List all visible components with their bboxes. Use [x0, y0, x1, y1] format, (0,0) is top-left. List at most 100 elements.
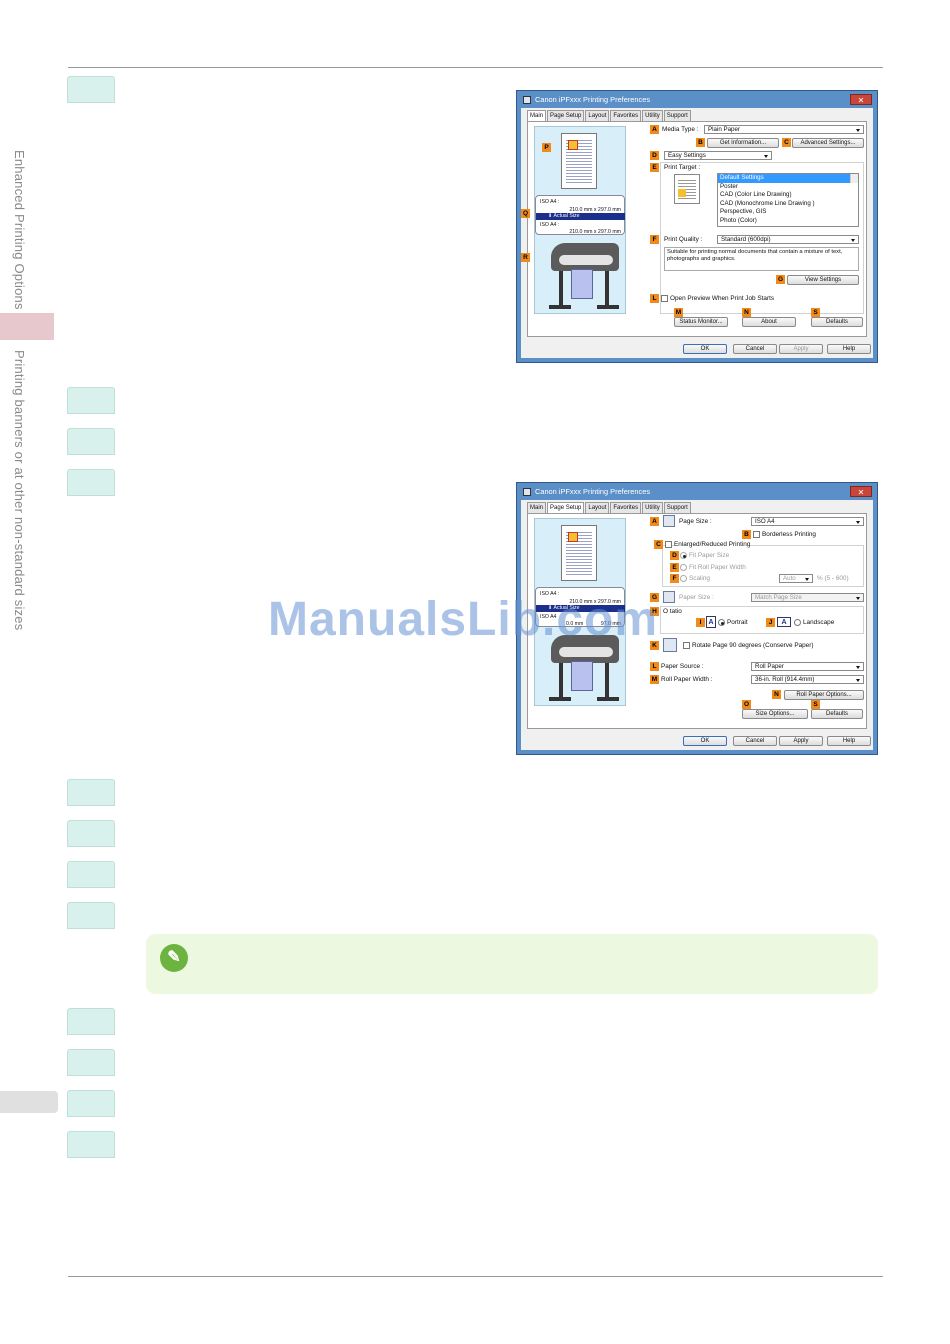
- label-a: A: [650, 125, 659, 134]
- roll-paper-options-button[interactable]: Roll Paper Options...: [784, 690, 864, 700]
- paper-size-select[interactable]: Match Page Size: [751, 593, 864, 602]
- roll-width-select[interactable]: 36-in. Roll (914.4mm): [751, 675, 864, 684]
- orientation-group: [660, 606, 864, 634]
- print-target-list[interactable]: Default Settings Poster CAD (Color Line …: [717, 173, 859, 227]
- portrait-radio[interactable]: [718, 619, 725, 626]
- paper-size-info[interactable]: ISO A4 : 210.0 mm x 297.0 mm ⬇ Actual Si…: [535, 587, 625, 627]
- tab-support[interactable]: Support: [663, 502, 691, 513]
- pencil-note-icon: ✎: [160, 944, 188, 972]
- advanced-settings-button[interactable]: Advanced Settings...: [792, 138, 864, 148]
- label-a: A: [650, 517, 659, 526]
- tab-favorites[interactable]: Favorites: [610, 110, 642, 121]
- list-item[interactable]: Perspective, GIS: [720, 208, 767, 215]
- page-preview: [561, 525, 597, 581]
- label-e: E: [650, 163, 659, 172]
- enlarged-label: Enlarged/Reduced Printing: [674, 541, 751, 548]
- enlarged-group: [662, 545, 864, 587]
- close-button[interactable]: ✕: [850, 94, 872, 105]
- tab-bar: Main Page Setup Layout Favorites Utility…: [527, 110, 692, 122]
- print-target-group: [660, 162, 864, 314]
- label-g: G: [650, 593, 659, 602]
- help-button[interactable]: Help: [827, 344, 871, 354]
- label-m: M: [650, 675, 659, 684]
- media-type-select[interactable]: Plain Paper: [704, 125, 864, 134]
- tab-main[interactable]: Main: [527, 110, 547, 122]
- settings-preview: ISO A4 : 210.0 mm x 297.0 mm ⬇ Actual Si…: [534, 518, 626, 706]
- list-item[interactable]: Poster: [720, 182, 738, 190]
- tab-support[interactable]: Support: [663, 110, 691, 121]
- list-item[interactable]: CAD (Color Line Drawing): [720, 191, 792, 198]
- paper-size-label: Paper Size :: [679, 594, 714, 601]
- step-marker: [67, 1049, 115, 1076]
- settings-mode-select[interactable]: Easy Settings: [664, 151, 772, 160]
- step-marker: [67, 428, 115, 455]
- open-preview-checkbox[interactable]: [661, 295, 668, 302]
- tab-layout[interactable]: Layout: [585, 502, 610, 513]
- cancel-button[interactable]: Cancel: [733, 736, 777, 746]
- view-settings-button[interactable]: View Settings: [787, 275, 859, 285]
- sidebar-section-title: Printing banners or at other non-standar…: [12, 350, 27, 631]
- landscape-radio[interactable]: [794, 619, 801, 626]
- apply-button[interactable]: Apply: [779, 344, 823, 354]
- cancel-button[interactable]: Cancel: [733, 344, 777, 354]
- get-information-button[interactable]: Get Information...: [707, 138, 779, 148]
- defaults-button[interactable]: Defaults: [811, 709, 863, 719]
- step-marker: [67, 1131, 115, 1158]
- page-setup-tab-panel: ISO A4 : 210.0 mm x 297.0 mm ⬇ Actual Si…: [527, 513, 867, 729]
- tab-main[interactable]: Main: [527, 502, 547, 513]
- step-marker: [67, 469, 115, 496]
- tab-page-setup[interactable]: Page Setup: [547, 502, 585, 514]
- description-box: Suitable for printing normal documents t…: [664, 247, 859, 271]
- ok-button[interactable]: OK: [683, 344, 727, 354]
- page-size-select[interactable]: ISO A4: [751, 517, 864, 526]
- size-options-button[interactable]: Size Options...: [742, 709, 808, 719]
- label-m: M: [674, 308, 683, 317]
- label-b: B: [742, 530, 751, 539]
- open-preview-label: Open Preview When Print Job Starts: [670, 295, 775, 302]
- step-marker: [67, 1008, 115, 1035]
- about-button[interactable]: About: [742, 317, 796, 327]
- tab-favorites[interactable]: Favorites: [610, 502, 642, 513]
- tab-layout[interactable]: Layout: [585, 110, 610, 121]
- printer-icon: [523, 96, 531, 104]
- fit-roll-radio[interactable]: [680, 564, 687, 571]
- rotate-checkbox[interactable]: [683, 642, 690, 649]
- help-button[interactable]: Help: [827, 736, 871, 746]
- label-d: D: [670, 551, 679, 560]
- dialog-title: Canon iPFxxx Printing Preferences: [521, 486, 861, 498]
- print-target-label: Print Target :: [664, 164, 701, 171]
- label-n: N: [742, 308, 751, 317]
- sidebar-chapter-title: Enhanced Printing Options: [12, 150, 27, 310]
- close-button[interactable]: ✕: [850, 486, 872, 497]
- list-item[interactable]: Default Settings: [718, 174, 858, 183]
- ok-button[interactable]: OK: [683, 736, 727, 746]
- paper-size-info[interactable]: ISO A4 : 210.0 mm x 297.0 mm ⬇ Actual Si…: [535, 195, 625, 235]
- fit-paper-radio[interactable]: [680, 552, 687, 559]
- tab-page-setup[interactable]: Page Setup: [547, 110, 585, 121]
- step-marker: [67, 820, 115, 847]
- list-item[interactable]: Photo (Color): [720, 216, 757, 224]
- list-scrollbar[interactable]: [850, 174, 858, 183]
- label-c: C: [782, 138, 791, 147]
- scaling-radio[interactable]: [680, 575, 687, 582]
- actual-size-row: ⬇ Actual Size: [536, 213, 625, 220]
- scaling-input[interactable]: Auto: [779, 574, 813, 583]
- apply-button[interactable]: Apply: [779, 736, 823, 746]
- list-item[interactable]: CAD (Monochrome Line Drawing ): [720, 199, 815, 207]
- label-i: I: [696, 618, 705, 627]
- paper-source-select[interactable]: Roll Paper: [751, 662, 864, 671]
- portrait-icon: A: [706, 616, 716, 628]
- rotate-label: Rotate Page 90 degrees (Conserve Paper): [692, 642, 814, 649]
- enlarged-checkbox[interactable]: [665, 541, 672, 548]
- step-marker: [67, 779, 115, 806]
- borderless-checkbox[interactable]: [753, 531, 760, 538]
- tab-utility[interactable]: Utility: [642, 502, 663, 513]
- label-c: C: [654, 540, 663, 549]
- status-monitor-button[interactable]: Status Monitor...: [674, 317, 728, 327]
- defaults-button[interactable]: Defaults: [811, 317, 863, 327]
- label-o: O: [742, 700, 751, 709]
- step-marker: [67, 387, 115, 414]
- step-marker: [67, 76, 115, 103]
- tab-utility[interactable]: Utility: [642, 110, 663, 121]
- print-quality-select[interactable]: Standard (600dpi): [717, 235, 859, 244]
